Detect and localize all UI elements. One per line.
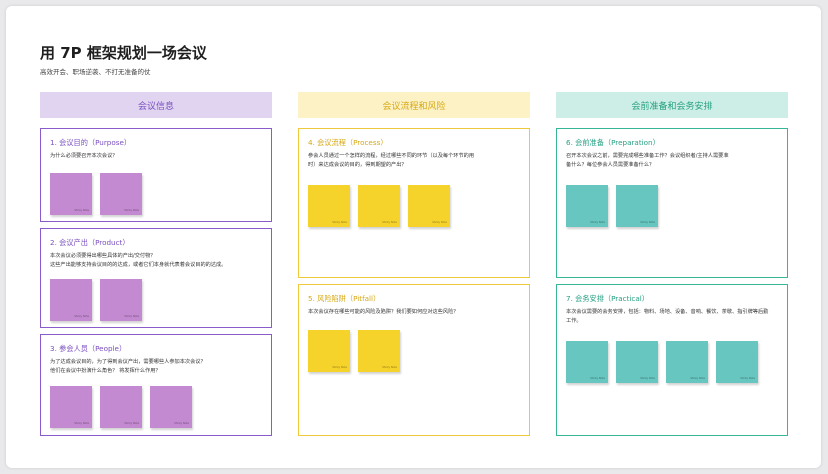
card-title: 4. 会议流程（Process） [308, 138, 388, 147]
card-title: 3. 参会人员（People） [50, 344, 127, 353]
sticky-note[interactable]: Sticky Note [666, 341, 708, 383]
sticky-note-group: Sticky Note Sticky Note [50, 173, 142, 215]
sticky-note-label: Sticky Note [332, 366, 347, 369]
card-description-line: 本次会议需要的会务安排，包括：物料、场地、设备、音响、餐饮、茶歇、指引牌等后勤 [566, 309, 769, 315]
card-purpose[interactable]: 1. 会议目的（Purpose） 为什么必须要召开本次会议？ Sticky No… [40, 128, 272, 222]
card-description-line: 本次会议存在哪些可能的风险及陷阱？我们要如何应对这些风险？ [308, 309, 459, 315]
card-description: 为了达成会议目的，为了得到会议产出，需要哪些人参加本次会议？ 他们在会议中扮演什… [50, 358, 263, 375]
column-header-meeting-info[interactable]: 会议信息 [40, 92, 272, 118]
sticky-note-label: Sticky Note [174, 422, 189, 425]
sticky-note-label: Sticky Note [382, 366, 397, 369]
card-title: 6. 会前准备（Preparation） [566, 138, 660, 147]
sticky-note[interactable]: Sticky Note [616, 341, 658, 383]
card-title: 7. 会务安排（Practical） [566, 294, 649, 303]
sticky-note[interactable]: Sticky Note [358, 185, 400, 227]
sticky-note-label: Sticky Note [332, 221, 347, 224]
sticky-note[interactable]: Sticky Note [50, 279, 92, 321]
sticky-note[interactable]: Sticky Note [408, 185, 450, 227]
sticky-note-group: Sticky Note Sticky Note Sticky Note [50, 386, 192, 428]
sticky-note[interactable]: Sticky Note [100, 279, 142, 321]
sticky-note[interactable]: Sticky Note [616, 185, 658, 227]
card-description: 为什么必须要召开本次会议？ [50, 152, 263, 161]
card-description: 本次会议需要的会务安排，包括：物料、场地、设备、音响、餐饮、茶歇、指引牌等后勤 … [566, 308, 779, 325]
sticky-note-label: Sticky Note [382, 221, 397, 224]
card-description-line: 召开本次会议之前，需要完成哪些准备工作？会议组织者/主持人需要准 [566, 153, 729, 159]
sticky-note-label: Sticky Note [124, 422, 139, 425]
column-header-preparation[interactable]: 会前准备和会务安排 [556, 92, 788, 118]
sticky-note-group: Sticky Note Sticky Note Sticky Note [308, 185, 450, 227]
card-title: 1. 会议目的（Purpose） [50, 138, 132, 147]
card-description-line: 备什么？每位参会人员需要准备什么？ [566, 161, 655, 168]
card-description-line: 这些产出能够支持会议目的的达成，或者它们本身就代表着会议目的的达成。 [50, 261, 227, 268]
sticky-note-label: Sticky Note [640, 221, 655, 224]
card-description-line: 时）来达成会议的目的，得到期望的产出？ [308, 161, 407, 168]
sticky-note[interactable]: Sticky Note [308, 185, 350, 227]
sticky-note-group: Sticky Note Sticky Note [308, 330, 400, 372]
sticky-note[interactable]: Sticky Note [100, 386, 142, 428]
sticky-note-label: Sticky Note [124, 315, 139, 318]
card-description-line: 参会人员通过一个怎样的流程，经过哪些不同的环节（以及每个环节的用 [308, 153, 475, 159]
card-description: 本次会议必须要得出哪些具体的产出/交付物？ 这些产出能够支持会议目的的达成，或者… [50, 252, 263, 269]
sticky-note[interactable]: Sticky Note [50, 173, 92, 215]
card-description: 召开本次会议之前，需要完成哪些准备工作？会议组织者/主持人需要准 备什么？每位参… [566, 152, 779, 169]
sticky-note[interactable]: Sticky Note [566, 341, 608, 383]
card-description-line: 工作。 [566, 317, 582, 324]
sticky-note-label: Sticky Note [124, 209, 139, 212]
sticky-note-label: Sticky Note [740, 377, 755, 380]
sticky-note[interactable]: Sticky Note [100, 173, 142, 215]
card-description-line: 为了达成会议目的，为了得到会议产出，需要哪些人参加本次会议？ [50, 359, 206, 365]
sticky-note-label: Sticky Note [432, 221, 447, 224]
sticky-note-label: Sticky Note [640, 377, 655, 380]
sticky-note[interactable]: Sticky Note [716, 341, 758, 383]
sticky-note-label: Sticky Note [590, 377, 605, 380]
card-title: 2. 会议产出（Product） [50, 238, 130, 247]
card-process[interactable]: 4. 会议流程（Process） 参会人员通过一个怎样的流程，经过哪些不同的环节… [298, 128, 530, 278]
card-description-line: 为什么必须要召开本次会议？ [50, 153, 118, 159]
board-title: 用 7P 框架规划一场会议 [40, 44, 207, 62]
sticky-note[interactable]: Sticky Note [358, 330, 400, 372]
column-header-process-risk[interactable]: 会议流程和风险 [298, 92, 530, 118]
sticky-note-label: Sticky Note [74, 209, 89, 212]
sticky-note-group: Sticky Note Sticky Note [50, 279, 142, 321]
sticky-note-label: Sticky Note [74, 422, 89, 425]
sticky-note[interactable]: Sticky Note [50, 386, 92, 428]
sticky-note[interactable]: Sticky Note [308, 330, 350, 372]
card-product[interactable]: 2. 会议产出（Product） 本次会议必须要得出哪些具体的产出/交付物？ 这… [40, 228, 272, 328]
board-subtitle: 高效开会、职场逆袭、不打无准备的仗 [40, 68, 151, 76]
card-description: 参会人员通过一个怎样的流程，经过哪些不同的环节（以及每个环节的用 时）来达成会议… [308, 152, 521, 169]
card-pitfall[interactable]: 5. 风险陷阱（Pitfall） 本次会议存在哪些可能的风险及陷阱？我们要如何应… [298, 284, 530, 436]
whiteboard-canvas: 用 7P 框架规划一场会议 高效开会、职场逆袭、不打无准备的仗 会议信息 会议流… [6, 6, 821, 468]
sticky-note-label: Sticky Note [590, 221, 605, 224]
sticky-note-group: Sticky Note Sticky Note Sticky Note Stic… [566, 341, 758, 383]
sticky-note-label: Sticky Note [74, 315, 89, 318]
sticky-note[interactable]: Sticky Note [566, 185, 608, 227]
card-preparation[interactable]: 6. 会前准备（Preparation） 召开本次会议之前，需要完成哪些准备工作… [556, 128, 788, 278]
card-description-line: 本次会议必须要得出哪些具体的产出/交付物？ [50, 253, 156, 259]
card-description-line: 他们在会议中扮演什么角色？ 将发挥什么作用？ [50, 367, 161, 374]
card-practical[interactable]: 7. 会务安排（Practical） 本次会议需要的会务安排，包括：物料、场地、… [556, 284, 788, 436]
card-description: 本次会议存在哪些可能的风险及陷阱？我们要如何应对这些风险？ [308, 308, 521, 317]
sticky-note-label: Sticky Note [690, 377, 705, 380]
card-people[interactable]: 3. 参会人员（People） 为了达成会议目的，为了得到会议产出，需要哪些人参… [40, 334, 272, 436]
card-title: 5. 风险陷阱（Pitfall） [308, 294, 381, 303]
sticky-note[interactable]: Sticky Note [150, 386, 192, 428]
sticky-note-group: Sticky Note Sticky Note [566, 185, 658, 227]
